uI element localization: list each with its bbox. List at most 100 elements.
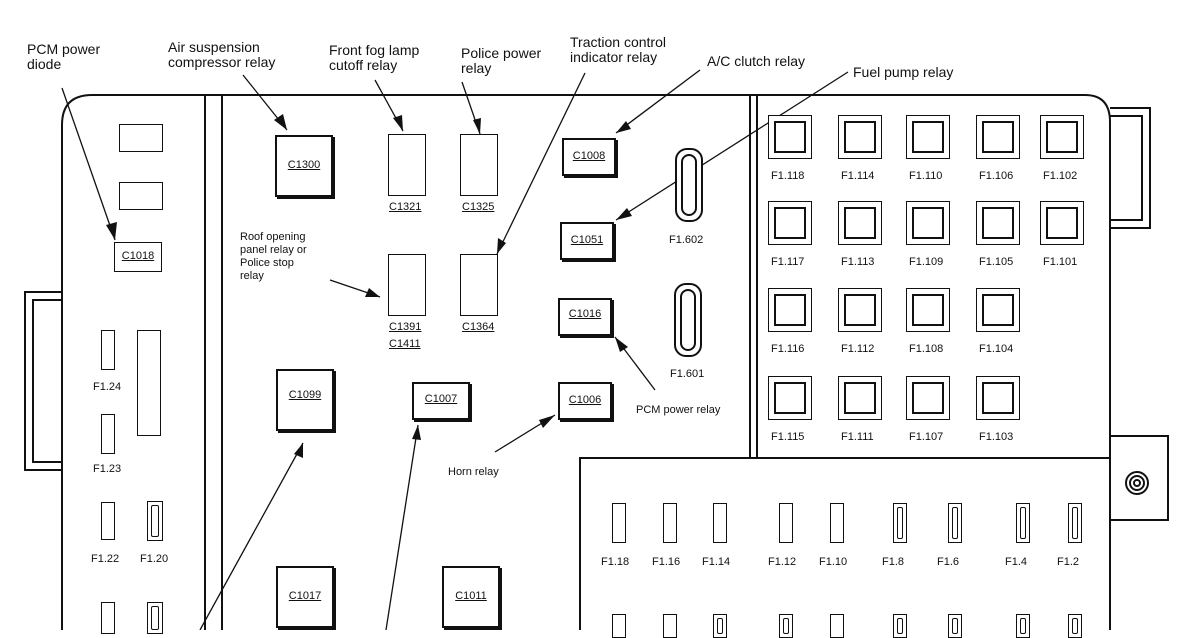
maxi-fuse — [976, 201, 1020, 245]
maxi-fuse — [906, 201, 950, 245]
maxi-fuse — [976, 376, 1020, 420]
fuse-label: F1.8 — [882, 556, 905, 568]
maxi-fuse — [838, 115, 882, 159]
mini-fuse — [779, 503, 793, 543]
relay-slot-c1364 — [460, 254, 498, 316]
relay-code: C1099 — [288, 389, 322, 401]
empty-slot — [119, 182, 163, 210]
fuse-label: F1.10 — [819, 556, 848, 568]
relay-slot-c1391 — [388, 254, 426, 316]
fuse-f1-601 — [674, 283, 702, 357]
relay-code: C1325 — [462, 201, 495, 213]
mini-fuse — [893, 614, 907, 638]
fuse-label: F1.16 — [652, 556, 681, 568]
maxi-fuse — [906, 376, 950, 420]
relay-c1008: C1008 — [562, 138, 616, 176]
relay-c1017: C1017 — [276, 566, 334, 628]
relay-c1051: C1051 — [560, 222, 614, 260]
mini-fuse — [663, 614, 677, 638]
fuse-label: F1.104 — [979, 343, 1014, 355]
mini-fuse — [1016, 614, 1030, 638]
fuse-label: F1.103 — [979, 431, 1014, 443]
fuse-label: F1.114 — [841, 170, 875, 182]
mini-fuse — [893, 503, 907, 543]
relay-slot-c1325 — [460, 134, 498, 196]
relay-c1099: C1099 — [276, 369, 334, 431]
fuse-label: F1.601 — [670, 368, 705, 380]
mini-fuse — [612, 503, 626, 543]
label-police-power-relay: Police power relay — [461, 45, 542, 76]
relay-slot-c1321 — [388, 134, 426, 196]
pcm-power-diode-c1018: C1018 — [114, 242, 162, 272]
maxi-fuse — [768, 201, 812, 245]
relay-code: C1008 — [572, 150, 606, 162]
fuse-f1-22 — [101, 502, 115, 540]
fuse-label: F1.110 — [909, 170, 943, 182]
maxi-fuse — [768, 288, 812, 332]
label-fuel-pump-relay: Fuel pump relay — [853, 64, 954, 80]
fuse-label: F1.14 — [702, 556, 731, 568]
fuse-f1-20 — [147, 501, 163, 541]
mini-fuse — [713, 503, 727, 543]
label-roof-opening-relay: Roof opening panel relay or Police stop … — [240, 231, 307, 282]
fuse-label: F1.116 — [771, 343, 805, 355]
fuse-label: F1.108 — [909, 343, 944, 355]
label-front-fog-lamp-relay: Front fog lamp cutoff relay — [329, 42, 420, 73]
maxi-fuse — [768, 115, 812, 159]
maxi-fuse — [906, 115, 950, 159]
fuse-label: F1.101 — [1043, 256, 1078, 268]
maxi-fuse — [838, 288, 882, 332]
fuse-label: F1.12 — [768, 556, 797, 568]
fuse-label: F1.6 — [937, 556, 960, 568]
fuse-f1-602 — [675, 148, 703, 222]
relay-code: C1007 — [424, 393, 458, 405]
label-traction-control-relay: Traction control indicator relay — [570, 34, 666, 65]
maxi-fuse — [976, 115, 1020, 159]
relay-c1016: C1016 — [558, 298, 612, 336]
empty-slot — [119, 124, 163, 152]
fuse-f1-24 — [101, 330, 115, 370]
fuse-label: F1.602 — [669, 234, 704, 246]
relay-c1007: C1007 — [412, 382, 470, 420]
maxi-fuse — [906, 288, 950, 332]
maxi-fuse — [768, 376, 812, 420]
mini-fuse — [779, 614, 793, 638]
fuse-label: F1.105 — [979, 256, 1014, 268]
label-ac-clutch-relay: A/C clutch relay — [707, 53, 806, 69]
fuse-label: F1.117 — [771, 256, 805, 268]
fuse-label: F1.115 — [771, 431, 805, 443]
mini-fuse — [830, 614, 844, 638]
fuse-slot-large — [137, 330, 161, 436]
relay-c1011: C1011 — [442, 566, 500, 628]
mini-fuse — [612, 614, 626, 638]
fuse-label: F1.107 — [909, 431, 944, 443]
mini-fuse — [713, 614, 727, 638]
relay-code: C1011 — [455, 590, 487, 602]
relay-c1300: C1300 — [275, 135, 333, 197]
maxi-fuse — [838, 201, 882, 245]
relay-code: C1006 — [568, 394, 602, 406]
relay-code: C1017 — [288, 590, 322, 602]
mini-fuse — [663, 503, 677, 543]
mini-fuse — [948, 503, 962, 543]
fuse-label: F1.18 — [601, 556, 630, 568]
fuse-label: F1.111 — [841, 431, 874, 443]
fuse-label: F1.2 — [1057, 556, 1080, 568]
fuse-label: F1.109 — [909, 256, 944, 268]
relay-code: C1321 — [389, 201, 422, 213]
mini-fuse — [1016, 503, 1030, 543]
maxi-fuse — [976, 288, 1020, 332]
fuse-label: F1.22 — [91, 553, 120, 565]
fuse-slot — [147, 602, 163, 634]
fuse-label: F1.23 — [93, 463, 122, 475]
mini-fuse — [830, 503, 844, 543]
fuse-slot — [101, 602, 115, 634]
fuse-label: F1.113 — [841, 256, 875, 268]
relay-code: C1391 — [389, 321, 422, 333]
label-pcm-power-relay: PCM power relay — [636, 404, 721, 416]
mini-fuse — [1068, 614, 1082, 638]
mini-fuse — [1068, 503, 1082, 543]
fuse-label: F1.20 — [140, 553, 169, 565]
mini-fuse — [948, 614, 962, 638]
